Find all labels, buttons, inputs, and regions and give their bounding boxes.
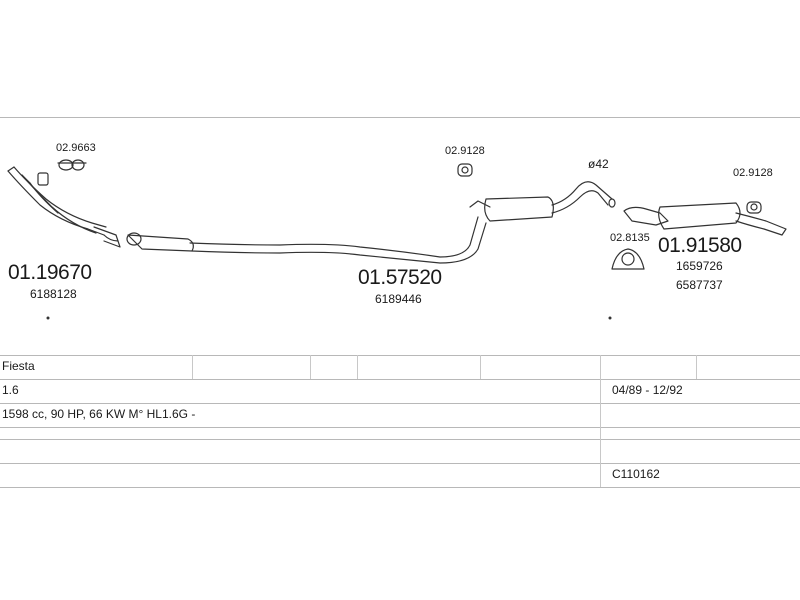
exhaust-system-diagram: [7, 159, 787, 320]
middle-pipe-oe-number: 6189446: [375, 292, 422, 306]
pipe-diameter-label: ø42: [588, 157, 609, 171]
column-divider: [192, 355, 193, 379]
column-divider: [310, 355, 311, 379]
mid-mount-number: 02.9128: [445, 145, 485, 157]
rear-mount-drawing: [746, 201, 762, 214]
row-divider: [0, 403, 800, 404]
column-divider: [357, 355, 358, 379]
row-divider: [0, 463, 800, 464]
row-divider: [0, 439, 800, 440]
row-divider: [0, 355, 800, 356]
column-divider: [600, 355, 601, 487]
rear-muffler-oe-number-1: 1659726: [676, 259, 723, 273]
front-clamp-number: 02.9663: [56, 142, 96, 154]
row-divider: [0, 487, 800, 488]
column-divider: [480, 355, 481, 379]
rear-mount-number: 02.9128: [733, 167, 773, 179]
rear-ring-drawing: [611, 248, 645, 270]
model-cell: Fiesta: [2, 359, 35, 373]
row-divider: [0, 379, 800, 380]
front-pipe-oe-number: 6188128: [30, 287, 77, 301]
rear-ring-number: 02.8135: [610, 232, 650, 244]
front-pipe-number: 01.19670: [8, 261, 92, 284]
middle-pipe-number: 01.57520: [358, 266, 442, 289]
rear-muffler-number: 01.91580: [658, 234, 742, 257]
code-cell: C110162: [612, 467, 660, 481]
rear-muffler-oe-number-2: 6587737: [676, 278, 723, 292]
years-cell: 04/89 - 12/92: [612, 383, 683, 397]
middle-pipe-drawing: [126, 200, 491, 264]
engine-cell: 1.6: [2, 383, 19, 397]
mid-mount-drawing: [457, 163, 473, 177]
centre-silencer-drawing: [484, 181, 616, 222]
front-pipe-drawing: [7, 166, 121, 248]
column-divider: [696, 355, 697, 379]
diagram-top-border: [0, 117, 800, 118]
row-divider: [0, 427, 800, 428]
details-cell: 1598 cc, 90 HP, 66 KW M° HL1.6G -: [2, 407, 196, 421]
front-clamp-drawing: [57, 159, 87, 171]
rear-muffler-drawing: [623, 202, 787, 236]
